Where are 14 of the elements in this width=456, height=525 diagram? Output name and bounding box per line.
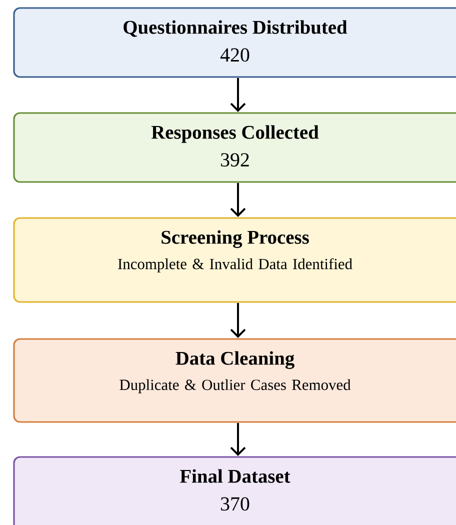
box-text: Duplicate & Outlier Cases Removed <box>120 379 351 394</box>
arrow <box>230 183 246 217</box>
arrow <box>230 303 246 338</box>
box-text: 420 <box>220 48 250 62</box>
arrow <box>230 78 246 112</box>
box-heading: Data Cleaning <box>176 351 294 369</box>
arrow <box>230 423 246 456</box>
box-text: 392 <box>221 153 249 167</box>
box-heading: Final Dataset <box>180 469 290 483</box>
box-text: Incomplete & Invalid Data Identified <box>118 258 352 272</box>
box-heading: Questionnaires Distributed <box>124 20 348 37</box>
box-heading: Screening Process <box>162 230 309 248</box>
box-heading: Responses Collected <box>151 125 319 143</box>
box-text: 370 <box>221 497 250 511</box>
